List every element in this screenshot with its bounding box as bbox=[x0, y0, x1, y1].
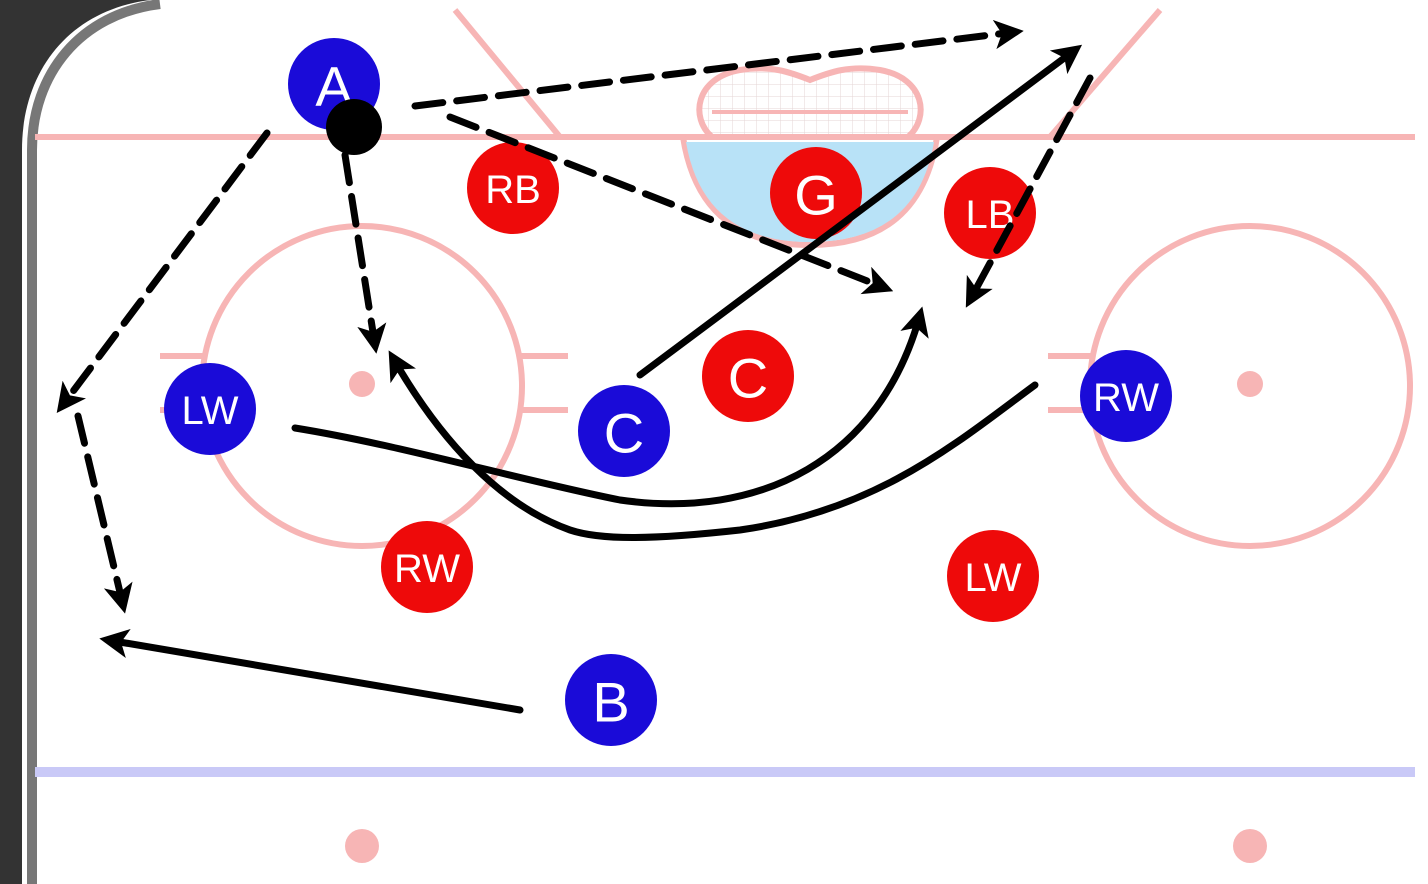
offense-b: B bbox=[565, 654, 657, 746]
offense-c: C bbox=[578, 385, 670, 477]
rw-route bbox=[388, 350, 1039, 541]
defense-rw: RW bbox=[381, 521, 473, 613]
svg-text:LW: LW bbox=[181, 389, 238, 433]
defense-rb: RB bbox=[467, 142, 559, 234]
b-route bbox=[99, 628, 524, 714]
pass-a-to-slot bbox=[446, 113, 894, 295]
svg-text:LW: LW bbox=[964, 556, 1021, 600]
svg-text:G: G bbox=[794, 164, 838, 227]
svg-text:RW: RW bbox=[394, 547, 460, 591]
defense-players: RB G LB C RW LW bbox=[381, 142, 1039, 622]
pass-a-to-boards bbox=[56, 129, 271, 414]
defense-lb: LB bbox=[944, 167, 1036, 259]
rink-boards bbox=[0, 0, 161, 884]
faceoff-dots bbox=[345, 371, 1267, 863]
pass-a-to-top-right bbox=[411, 19, 1024, 110]
svg-text:C: C bbox=[604, 402, 644, 465]
offense-lw: LW bbox=[164, 363, 256, 455]
svg-text:B: B bbox=[592, 671, 629, 734]
defense-c: C bbox=[702, 330, 794, 422]
play-paths bbox=[56, 19, 1094, 714]
c-route bbox=[636, 44, 1083, 379]
svg-text:RW: RW bbox=[1093, 376, 1159, 420]
svg-text:RB: RB bbox=[485, 168, 541, 212]
pass-a-down bbox=[341, 151, 387, 354]
trapezoid-left bbox=[452, 8, 563, 139]
lw-route bbox=[291, 306, 929, 508]
defense-lw: LW bbox=[947, 530, 1039, 622]
defense-g: G bbox=[770, 147, 862, 239]
goal-net bbox=[696, 65, 924, 140]
lb-movement bbox=[965, 74, 1094, 308]
puck-icon bbox=[326, 99, 382, 155]
offense-rw: RW bbox=[1080, 350, 1172, 442]
svg-text:C: C bbox=[728, 347, 768, 410]
pass-boards-down bbox=[74, 412, 133, 614]
